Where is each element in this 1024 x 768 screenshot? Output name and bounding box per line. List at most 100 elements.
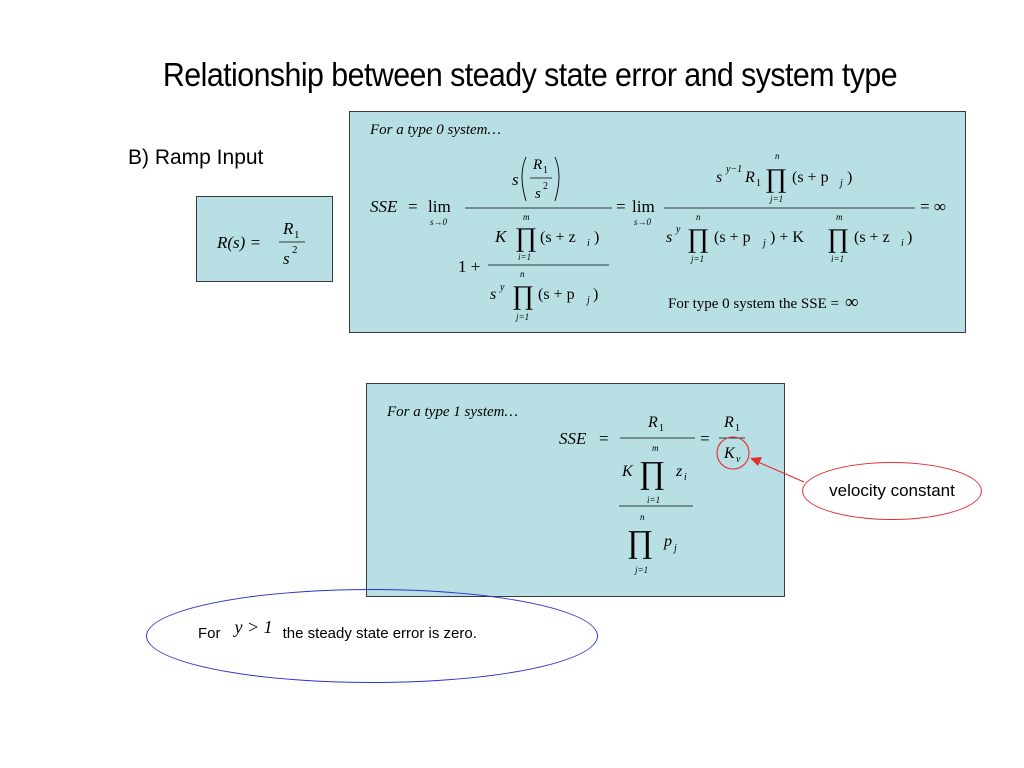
- t1-den-z-sub: i: [684, 472, 687, 483]
- t1-r-K: K: [723, 445, 736, 462]
- rs-lhs: R(s) =: [216, 233, 261, 252]
- t0-eq2: =: [616, 197, 626, 216]
- t0-den-szi: (s + z: [540, 229, 576, 246]
- t1-num-R-sub: 1: [659, 423, 664, 434]
- t1-num-R: R: [647, 414, 658, 431]
- t0-num-s: s: [512, 170, 519, 189]
- type1-system-box: For a type 1 system… SSE = R 1 K m ∏ i=1…: [366, 383, 785, 597]
- t1-den-i1: i=1: [647, 495, 660, 505]
- t0-den-m: m: [523, 212, 530, 222]
- t0-r-num-R: R: [744, 169, 755, 186]
- t0-den-s-sup: y: [499, 282, 505, 293]
- t1-den-K: K: [621, 463, 634, 480]
- t0-r-den-prod1: ∏: [687, 223, 709, 253]
- type0-note-text: For type 0 system the SSE =: [668, 296, 839, 312]
- t0-r-den-szi: (s + z: [854, 229, 890, 246]
- t0-left-paren: [521, 156, 527, 202]
- t0-r-num-R-sub: 1: [756, 178, 761, 189]
- t1-den-p: p: [663, 533, 672, 550]
- t0-num-R-sub: 1: [543, 165, 548, 176]
- t0-r-den-s: s: [666, 229, 672, 246]
- t0-r-den-spj: (s + p: [714, 229, 751, 246]
- t0-den-spj-rp: ): [593, 286, 598, 303]
- t0-r-den-m: m: [836, 212, 843, 222]
- t0-r-num-s-sup: y−1: [725, 164, 742, 175]
- t0-den-K: K: [494, 227, 508, 246]
- t0-r-den-plusK: ) + K: [770, 229, 804, 246]
- t1-den-m: m: [652, 443, 659, 453]
- t0-r-num-spj-rp: ): [847, 169, 852, 186]
- t1-r-K-sub: v: [736, 454, 741, 465]
- t0-den-szi-rp: ): [594, 229, 599, 246]
- type1-caption: For a type 1 system…: [387, 404, 518, 420]
- t0-den-j1: j=1: [515, 312, 529, 322]
- t0-lim2-sub: s→0: [634, 217, 652, 227]
- t0-r-den-prod2: ∏: [827, 223, 849, 253]
- conclusion-for: For: [198, 625, 221, 642]
- rs-num: R: [282, 219, 294, 238]
- velocity-constant-label: velocity constant: [829, 481, 955, 500]
- t0-den-szi-sub: i: [587, 238, 590, 249]
- t1-eq1: =: [599, 429, 609, 448]
- t0-r-den-j1: j=1: [690, 254, 704, 264]
- t0-r-den-i1: i=1: [831, 254, 844, 264]
- ramp-input-box: R(s) = R 1 s 2: [196, 196, 333, 282]
- t0-r-den-szi-sub: i: [901, 238, 904, 249]
- t0-plus1: 1 +: [458, 257, 480, 276]
- t0-lim1: lim: [428, 197, 451, 216]
- t1-den-j1: j=1: [634, 565, 648, 575]
- t0-lim1-sub: s→0: [430, 217, 448, 227]
- t0-den-prod2: ∏: [512, 280, 534, 310]
- conclusion-statement: the steady state error is zero.: [282, 625, 477, 642]
- type0-caption: For a type 0 system…: [370, 122, 501, 138]
- t0-r-num-spj-sub: j: [838, 178, 843, 189]
- rs-den-sup: 2: [292, 244, 298, 256]
- t0-r-num-j1: j=1: [769, 194, 783, 204]
- t1-eq2: =: [700, 429, 710, 448]
- slide-title: Relationship between steady state error …: [162, 56, 898, 93]
- t1-sse: SSE: [559, 429, 587, 448]
- t0-den-s: s: [490, 286, 496, 303]
- t0-num-R: R: [532, 157, 542, 173]
- t0-eq-inf: = ∞: [920, 197, 946, 216]
- t0-den-spj: (s + p: [538, 286, 575, 303]
- kv-highlight-circle: [716, 436, 750, 470]
- t1-den-prod2: ∏: [627, 523, 653, 559]
- t0-den-spj-sub: j: [585, 295, 590, 306]
- t0-r-den-n: n: [696, 212, 701, 222]
- t1-r-R-sub: 1: [735, 423, 740, 434]
- rs-num-sub: 1: [294, 229, 300, 241]
- type0-note: For type 0 system the SSE = ∞: [668, 292, 859, 314]
- t0-den-i1: i=1: [518, 252, 531, 262]
- t0-r-den-spj-sub: j: [761, 238, 766, 249]
- t1-r-R: R: [723, 414, 734, 431]
- t1-den-n: n: [640, 512, 645, 522]
- t0-num-s2-sup: 2: [543, 181, 548, 192]
- t1-den-p-sub: j: [672, 543, 677, 554]
- t1-den-z: z: [675, 463, 683, 480]
- ramp-input-formula: R(s) = R 1 s 2: [216, 219, 305, 268]
- t0-r-num-s: s: [716, 169, 722, 186]
- conclusion-text: For y > 1 the steady state error is zero.: [198, 617, 477, 643]
- t0-right-paren: [554, 156, 560, 202]
- t0-num-s2: s: [535, 186, 541, 202]
- type1-sse-formula: SSE = R 1 K m ∏ i=1 z i n ∏ j=1 p j = R …: [559, 414, 750, 575]
- velocity-constant-callout: velocity constant: [802, 462, 982, 520]
- t0-eq1: =: [408, 197, 418, 216]
- t0-r-num-prod: ∏: [765, 163, 787, 193]
- t0-r-num-n: n: [775, 151, 780, 161]
- t0-r-num-spj: (s + p: [792, 169, 829, 186]
- t0-den-n: n: [520, 269, 525, 279]
- t1-den-prod1: ∏: [639, 454, 665, 490]
- section-heading: B) Ramp Input: [128, 146, 264, 169]
- t0-sse: SSE: [370, 197, 398, 216]
- type0-sse-formula: SSE = lim s→0 s R 1 s 2 1 + K m ∏ i=1 (s…: [370, 151, 946, 322]
- t0-lim2: lim: [632, 197, 655, 216]
- type0-system-box: For a type 0 system… SSE = lim s→0 s R 1…: [349, 111, 966, 333]
- t0-r-den-s-sup: y: [675, 224, 681, 235]
- conclusion-ellipse: [146, 589, 598, 683]
- conclusion-condition: y > 1: [234, 617, 273, 637]
- t0-den-prod1: ∏: [515, 222, 537, 252]
- type0-note-value: ∞: [844, 292, 859, 313]
- rs-den: s: [283, 249, 290, 268]
